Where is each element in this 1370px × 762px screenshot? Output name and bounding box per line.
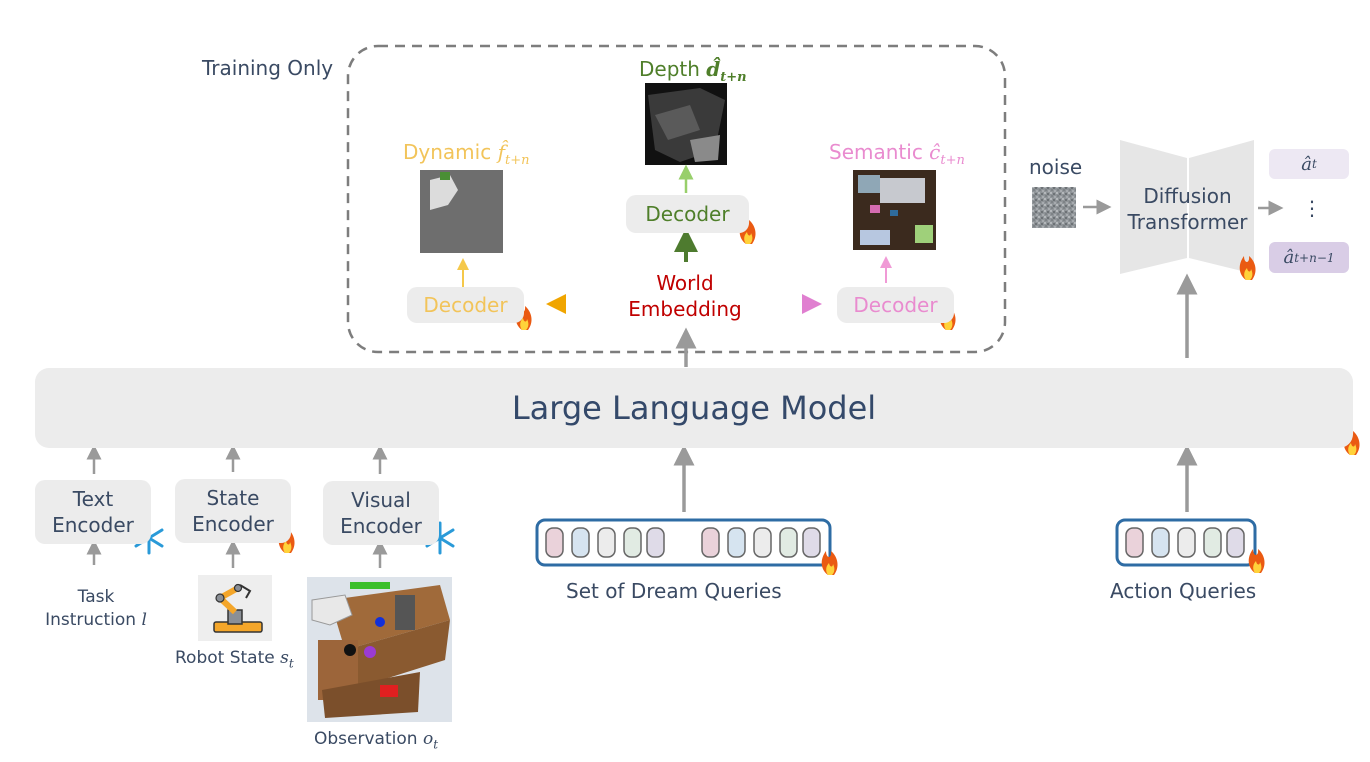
- visual-encoder-line1: Visual: [351, 488, 411, 512]
- visual-encoder: Visual Encoder: [323, 481, 439, 545]
- dynamic-title-sub: t+n: [504, 153, 530, 168]
- state-encoder: State Encoder: [175, 479, 291, 543]
- dynamic-decoder: Decoder: [407, 287, 524, 323]
- fire-icon-diffusion: [1239, 256, 1256, 280]
- robot-state-sub: t: [288, 656, 294, 671]
- observation-text: Observation: [314, 729, 418, 749]
- diffusion-line1: Diffusion: [1143, 184, 1232, 208]
- observation-sub: t: [433, 737, 439, 752]
- depth-prediction-image: [645, 83, 727, 165]
- semantic-prediction-image: [853, 170, 936, 250]
- semantic-title-sub: t+n: [940, 153, 965, 168]
- world-embedding-line1: World: [656, 271, 714, 295]
- training-only-region: [346, 44, 1007, 354]
- depth-title-symbol: d̂: [706, 57, 721, 81]
- depth-title-sub: t+n: [720, 70, 747, 85]
- diffusion-decoder-shape: [1189, 140, 1254, 274]
- training-only-label: Training Only: [202, 56, 334, 80]
- semantic-decoder-label: Decoder: [853, 293, 938, 317]
- noise-image: [1032, 187, 1076, 228]
- diffusion-line2: Transformer: [1127, 210, 1248, 234]
- dynamic-title-symbol: f̂: [497, 140, 505, 164]
- robot-state-text: Robot State: [175, 648, 275, 668]
- robot-state-symbol: s: [280, 648, 289, 668]
- action-queries-label: Action Queries: [1110, 579, 1257, 603]
- llm-label: Large Language Model: [511, 389, 877, 427]
- task-line2: Instruction: [45, 610, 137, 630]
- observation-label: Observation ot: [314, 729, 438, 751]
- task-symbol: l: [141, 610, 147, 630]
- task-line1: Task: [77, 587, 115, 607]
- dream-queries-label: Set of Dream Queries: [566, 579, 782, 603]
- dynamic-title-label: Dynamic: [403, 140, 492, 164]
- text-encoder-line2: Encoder: [52, 513, 134, 537]
- robot-arm-icon: [198, 575, 272, 641]
- text-encoder-line1: Text: [72, 487, 114, 511]
- diffusion-encoder-shape: [1120, 140, 1187, 274]
- depth-decoder: Decoder: [626, 195, 749, 233]
- world-embedding-line2: Embedding: [628, 297, 742, 321]
- diffusion-transformer: Diffusion Transformer: [1120, 183, 1255, 235]
- dynamic-decoder-label: Decoder: [423, 293, 508, 317]
- action-output-first-symbol: â: [1301, 153, 1312, 175]
- dream-queries-tokens: [535, 518, 832, 567]
- visual-encoder-line2: Encoder: [340, 514, 422, 538]
- action-output-first-sub: t: [1311, 157, 1317, 171]
- semantic-title-symbol: ĉ: [929, 140, 941, 164]
- world-embedding: World Embedding: [615, 270, 755, 322]
- action-output-last-sub: t+n−1: [1294, 250, 1335, 265]
- observation-image: [307, 577, 452, 722]
- dynamic-prediction-image: [420, 170, 503, 253]
- depth-decoder-label: Decoder: [645, 202, 730, 226]
- task-instruction: Task Instruction l: [30, 586, 162, 632]
- depth-title: Depth d̂t+n: [639, 57, 747, 85]
- action-queries-tokens: [1115, 518, 1257, 567]
- state-encoder-line2: Encoder: [192, 512, 274, 536]
- robot-state-label: Robot State st: [175, 648, 294, 670]
- action-output-dots: ⋮: [1302, 196, 1322, 220]
- state-encoder-line1: State: [206, 486, 260, 510]
- large-language-model: Large Language Model: [35, 368, 1353, 448]
- noise-label: noise: [1029, 155, 1083, 179]
- depth-title-label: Depth: [639, 57, 700, 81]
- fire-icon-dream-queries: [821, 551, 838, 575]
- text-encoder: Text Encoder: [35, 480, 151, 544]
- action-output-last-symbol: â: [1283, 247, 1295, 268]
- semantic-title-label: Semantic: [829, 140, 923, 164]
- observation-symbol: o: [422, 729, 434, 749]
- fire-icon-action-queries: [1248, 549, 1265, 573]
- semantic-title: Semantic ĉt+n: [829, 140, 965, 168]
- semantic-decoder: Decoder: [837, 287, 954, 323]
- dynamic-title: Dynamic f̂t+n: [403, 140, 529, 168]
